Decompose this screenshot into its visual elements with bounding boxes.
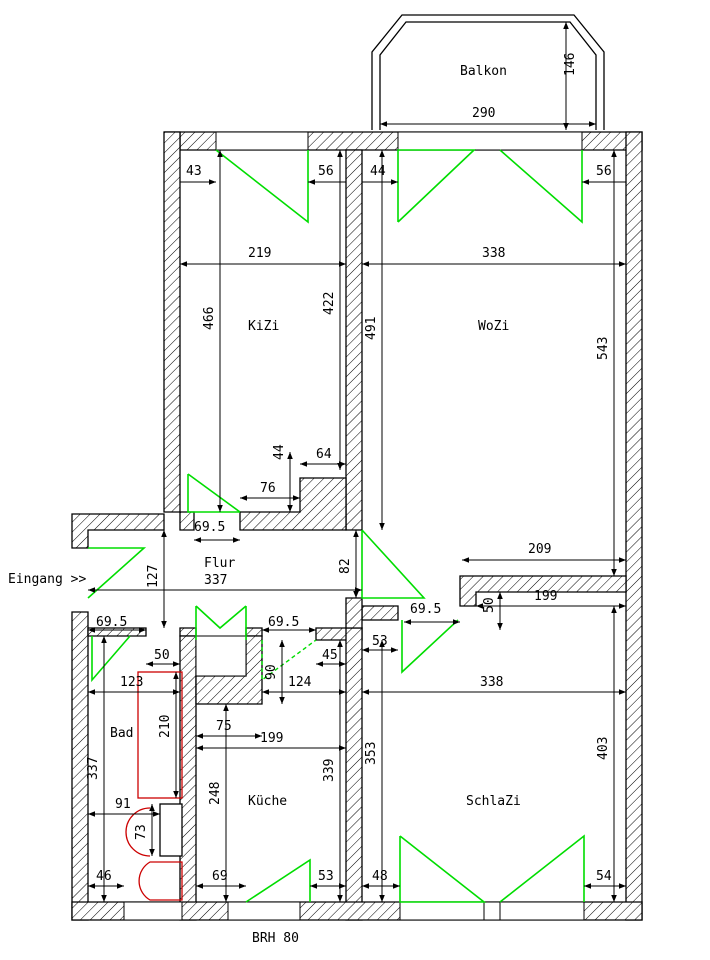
- dim-label: 209: [528, 542, 551, 557]
- dim-label: 543: [596, 337, 611, 360]
- dim-label: 76: [260, 481, 276, 496]
- dim-label: 339: [322, 759, 337, 782]
- dimension-lines: [88, 22, 626, 902]
- dim-label: 90: [264, 664, 279, 680]
- dim-label: 69.5: [268, 615, 299, 630]
- dim-label: 82: [338, 558, 353, 574]
- dim-label: 127: [146, 565, 161, 588]
- balcony: [371, 14, 605, 130]
- dim-label: 199: [534, 589, 557, 604]
- dim-label: 46: [96, 869, 112, 884]
- sanitary-fixtures: [125, 671, 183, 901]
- swing-lines: [87, 149, 585, 903]
- dim-label: 353: [364, 742, 379, 765]
- dim-label: 210: [158, 715, 173, 738]
- dim-label: 44: [272, 444, 287, 460]
- dim-label: 69.5: [194, 520, 225, 535]
- dim-label: 56: [596, 164, 612, 179]
- room-label-bad: Bad: [110, 726, 133, 741]
- walls: [71, 131, 643, 921]
- dim-label: 146: [563, 53, 578, 76]
- dim-label: 54: [596, 869, 612, 884]
- footer-note: BRH 80: [252, 931, 299, 946]
- dim-label: 124: [288, 675, 312, 690]
- dim-label: 123: [120, 675, 143, 690]
- dim-label: 338: [480, 675, 503, 690]
- windows: [123, 131, 585, 921]
- room-labels: Balkon KiZi WoZi Flur Bad Küche SchlaZi …: [8, 64, 521, 946]
- dim-label: 50: [154, 648, 170, 663]
- dim-label: 338: [482, 246, 505, 261]
- dim-label: 44: [370, 164, 386, 179]
- dim-label: 290: [472, 106, 495, 121]
- dim-label: 91: [115, 797, 131, 812]
- dim-label: 248: [208, 782, 223, 805]
- room-label-balkon: Balkon: [460, 64, 507, 79]
- dim-label: 48: [372, 869, 388, 884]
- dim-label: 64: [316, 447, 332, 462]
- dim-label: 69.5: [96, 615, 127, 630]
- dim-label: 491: [364, 317, 379, 340]
- dim-label: 69.5: [410, 602, 441, 617]
- dim-label: 337: [86, 757, 101, 780]
- room-label-flur: Flur: [204, 556, 235, 571]
- dim-label: 56: [318, 164, 334, 179]
- dim-label: 422: [322, 292, 337, 315]
- room-label-kizi: KiZi: [248, 319, 279, 334]
- dim-label: 45: [322, 648, 338, 663]
- entrance-label: Eingang >>: [8, 572, 86, 587]
- dim-label: 466: [202, 307, 217, 330]
- room-label-schlazi: SchlaZi: [466, 794, 521, 809]
- dim-label: 219: [248, 246, 271, 261]
- dim-label: 53: [372, 634, 388, 649]
- dimension-labels: 146 290 43 56 44 56 219 338 466 422 491 …: [86, 53, 612, 884]
- dim-label: 403: [596, 737, 611, 760]
- dim-label: 43: [186, 164, 202, 179]
- room-label-kueche: Küche: [248, 794, 287, 809]
- room-label-wozi: WoZi: [478, 319, 509, 334]
- dim-label: 53: [318, 869, 334, 884]
- dim-label: 50: [482, 597, 497, 613]
- dim-label: 69: [212, 869, 228, 884]
- dim-label: 73: [134, 824, 149, 840]
- dim-label: 337: [204, 573, 227, 588]
- dim-label: 75: [216, 719, 232, 734]
- dim-label: 199: [260, 731, 283, 746]
